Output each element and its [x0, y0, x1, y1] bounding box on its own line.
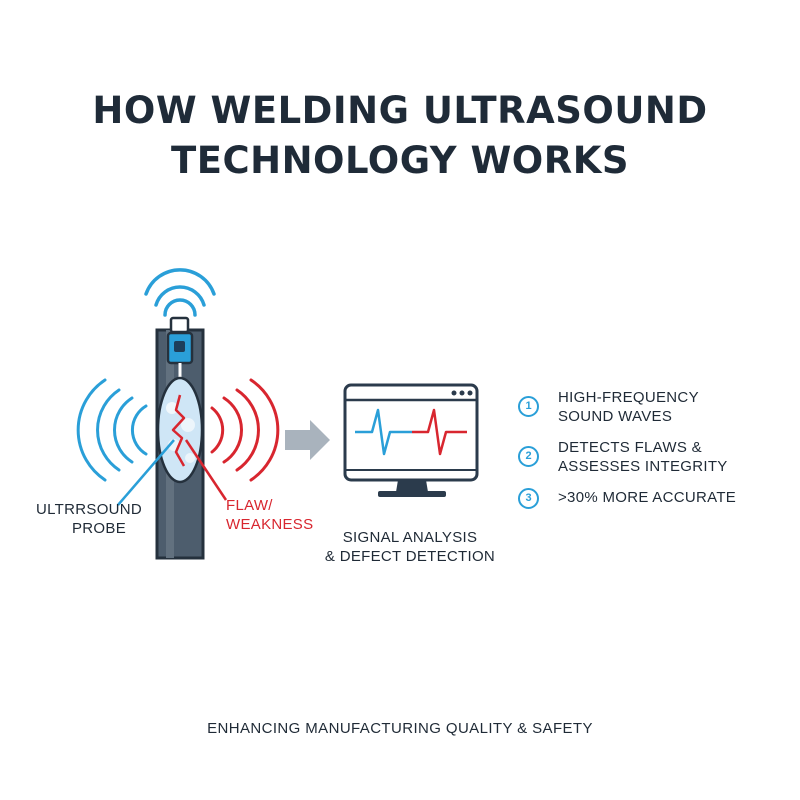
signal-label-line-2: & DEFECT DETECTION: [324, 548, 496, 565]
flaw-label: FLAW/ WEAKNESS: [226, 496, 313, 534]
feature-1-line-1: HIGH-FREQUENCY: [558, 389, 699, 406]
ultrasound-probe: [166, 316, 194, 385]
feature-list: 1 HIGH-FREQUENCY SOUND WAVES 2 DETECTS F…: [518, 388, 736, 519]
number-1-icon: 1: [518, 396, 539, 417]
sound-waves-left: [76, 378, 148, 482]
top-signal-icon: [144, 268, 216, 317]
probe-label-line-2: PROBE: [72, 520, 127, 537]
waveform-blue: [355, 408, 412, 456]
page-title: HOW WELDING ULTRASOUND TECHNOLOGY WORKS: [0, 86, 800, 186]
feature-item: 1 HIGH-FREQUENCY SOUND WAVES: [518, 388, 736, 426]
flaw-pointer: [184, 439, 228, 501]
weld-zone: [156, 376, 204, 484]
signal-label: SIGNAL ANALYSIS & DEFECT DETECTION: [322, 528, 498, 566]
title-line-1: HOW WELDING ULTRASOUND: [92, 89, 708, 132]
flow-arrow: [285, 420, 330, 460]
feature-1-line-2: SOUND WAVES: [558, 408, 673, 425]
feature-item: 3 >30% MORE ACCURATE: [518, 488, 737, 509]
feature-2-line-2: ASSESSES INTEGRITY: [558, 458, 728, 475]
feature-3-line-1: >30% MORE ACCURATE: [558, 489, 737, 506]
footer-tagline: ENHANCING MANUFACTURING QUALITY & SAFETY: [207, 720, 593, 737]
monitor-icon: [343, 383, 479, 497]
signal-label-line-1: SIGNAL ANALYSIS: [342, 529, 478, 546]
feature-2-line-1: DETECTS FLAWS &: [558, 439, 702, 456]
probe-label: ULTRRSOUND PROBE: [36, 500, 142, 538]
probe-pointer: [117, 439, 175, 506]
waveform-red: [412, 408, 467, 456]
flaw-label-line-2: WEAKNESS: [226, 516, 314, 533]
flaw-waves-right: [210, 378, 280, 482]
title-line-2: TECHNOLOGY WORKS: [170, 139, 630, 182]
flaw-label-line-1: FLAW/: [226, 497, 273, 514]
number-3-icon: 3: [518, 488, 539, 509]
probe-label-line-1: ULTRRSOUND: [36, 501, 143, 518]
crack-flaw: [171, 394, 186, 467]
feature-item: 2 DETECTS FLAWS & ASSESSES INTEGRITY: [518, 438, 736, 476]
number-2-icon: 2: [518, 446, 539, 467]
